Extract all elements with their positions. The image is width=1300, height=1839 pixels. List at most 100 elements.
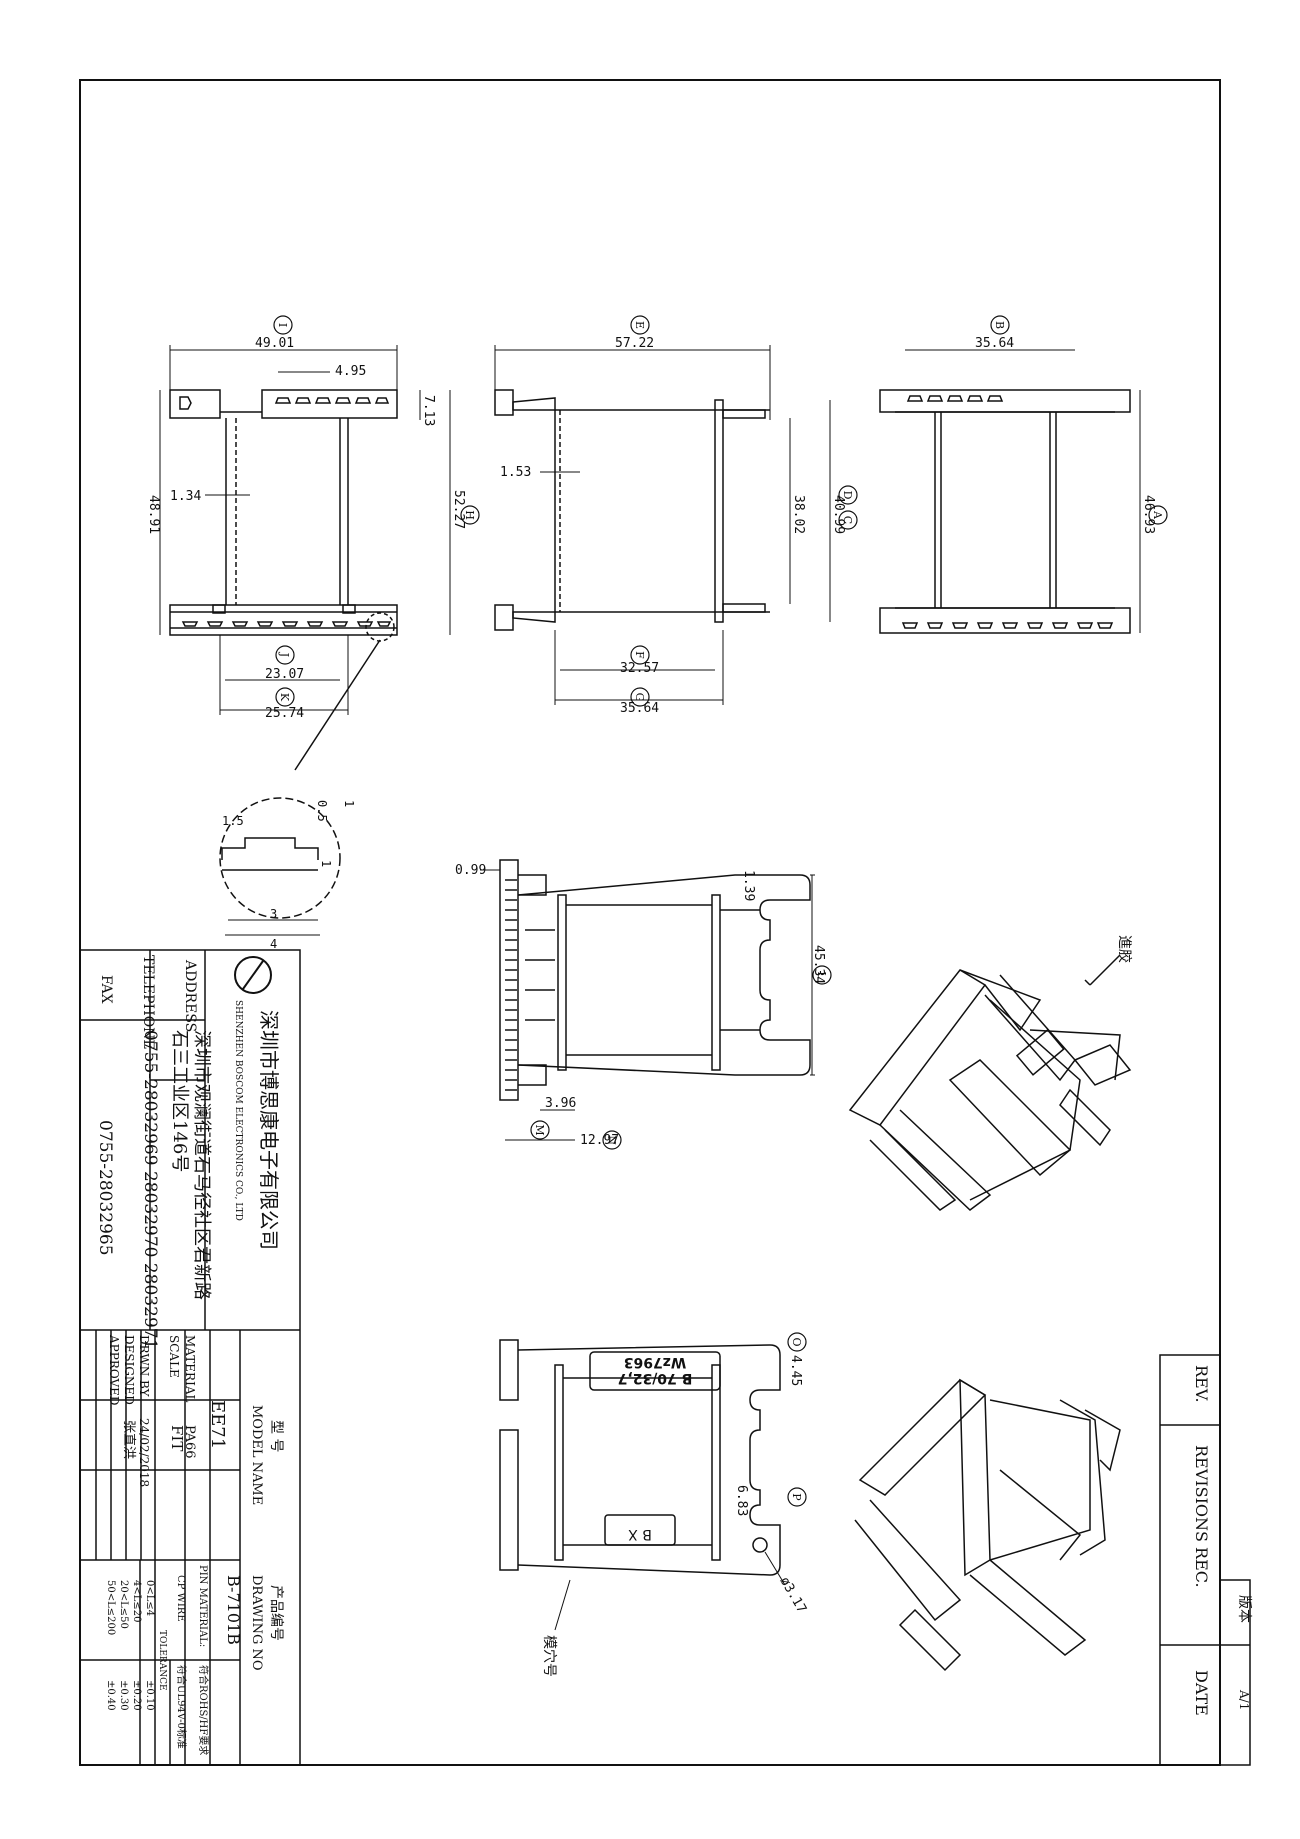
ref-letter-text: E (633, 321, 646, 329)
revision-block (1159, 1354, 1251, 1766)
ref-letter-d: D (838, 485, 858, 505)
top-view (159, 345, 451, 771)
dim-38-02: 38.02 (791, 495, 806, 534)
detail-dim-5: 3 (270, 907, 277, 921)
ref-letter-text: L (815, 971, 828, 979)
detail-dim-2: 0.5 (315, 800, 329, 822)
bottom-dim-6-83: 6.83 (734, 1485, 749, 1516)
ref-letter-text: I (276, 323, 289, 327)
bottom-dim-hole: ø3.17 (777, 1575, 810, 1616)
ref-letter-text: B (993, 321, 1006, 329)
address-label: ADDRESS (182, 959, 198, 1032)
fax-label: FAX (98, 975, 114, 1004)
ref-letter-text: N (605, 1135, 618, 1145)
ref-letter-i: I (273, 315, 293, 335)
mold-marking: B 70/32,7 Wz7963 (618, 1354, 693, 1386)
mid-dim-45-34: 45.34 (811, 945, 826, 984)
model-label-cn: 型 号 (268, 1420, 284, 1452)
ref-letter-f: F (630, 645, 650, 665)
scale-label: SCALE (167, 1335, 181, 1378)
dim-35-64-g: 35.64 (620, 701, 659, 716)
material-label: MATERIAL (183, 1335, 197, 1403)
ref-letter-text: J (278, 652, 291, 657)
ref-letter-k: K (275, 687, 295, 707)
detail-dim-4: 1 (319, 860, 333, 867)
tol-range-2: 4<L≤20 (131, 1580, 142, 1623)
ref-letter-text: C (841, 516, 854, 524)
mid-view (480, 859, 815, 1141)
dim-32-57: 32.57 (620, 661, 659, 676)
material-value: PA66 (182, 1425, 197, 1458)
fax-value: 0755-28032965 (95, 1120, 115, 1256)
tol-value-4: ±0.40 (105, 1680, 116, 1711)
drawing-label: DRAWING NO (249, 1575, 264, 1671)
iso-view-top (848, 954, 1132, 1211)
dim-35-64-b: 35.64 (975, 336, 1014, 351)
address-line2: 石三工业区146号 (169, 1030, 190, 1172)
drwn-value: 24/02/2018 (137, 1418, 151, 1487)
tol-range-1: 0<L≤4 (144, 1580, 155, 1616)
dim-49-01: 49.01 (255, 336, 294, 351)
detail-dim-1: 1.5 (222, 814, 244, 828)
dim-4-95: 4.95 (335, 364, 366, 379)
tol-value-1: ±0.10 (144, 1680, 155, 1711)
ref-letter-a: A (1148, 505, 1168, 525)
mid-dim-12-97: 12.97 (580, 1133, 619, 1148)
ref-letter-b: B (990, 315, 1010, 335)
side-view (879, 349, 1141, 634)
model-label: MODEL NAME (249, 1405, 264, 1505)
dim-25-74: 25.74 (265, 706, 304, 721)
designed-value: 张直洪 (121, 1420, 136, 1459)
dim-23-07: 23.07 (265, 667, 304, 682)
bottom-view (499, 1339, 786, 1631)
detail-dim-6: 4 (270, 937, 277, 951)
approved-label: APPROVED (107, 1334, 121, 1406)
ref-letter-h: H (460, 505, 480, 525)
slot-label: B X (628, 1526, 652, 1542)
scale-value: FIT (168, 1425, 186, 1451)
dim-48-91: 48.91 (146, 495, 161, 534)
tol-range-3: 20<L≤50 (118, 1580, 129, 1629)
tol-value-3: ±0.30 (118, 1680, 129, 1711)
logo-slash (242, 960, 264, 990)
telephone-value: 0755-28032969 28032970 28032971 (140, 1030, 160, 1349)
mid-dim-1-39: 1.39 (741, 870, 756, 901)
rev-label: REV. (1192, 1365, 1211, 1403)
version-value: A/1 (1237, 1689, 1251, 1710)
dim-1-34: 1.34 (170, 489, 201, 504)
glue-callout: 進胶 (1116, 935, 1133, 963)
address-line1: 深圳市观澜街道石马径社区君新路 (191, 1030, 212, 1300)
date-label: DATE (1192, 1670, 1211, 1716)
iso-view-bottom (854, 1378, 1121, 1672)
ref-letter-n: N (602, 1130, 622, 1150)
reference-letters: I E B H D C A J K F G L M N O P (273, 315, 1168, 1507)
ref-letter-text: O (790, 1337, 803, 1346)
cp-wire-value: 符合UL94V-0标准 (175, 1665, 188, 1749)
ref-letter-text: H (463, 510, 476, 520)
version-label: 版本 (1236, 1595, 1252, 1623)
ref-letter-j: J (275, 645, 295, 665)
designed-label: DESIGNED (122, 1335, 136, 1405)
ref-letter-o: O (787, 1332, 807, 1352)
ref-letter-text: K (278, 693, 291, 702)
revisions-label: REVISIONS REC. (1192, 1445, 1211, 1588)
drawing-value: B-7101B (224, 1575, 243, 1645)
model-value: EE71 (207, 1400, 228, 1449)
dim-57-22: 57.22 (615, 336, 654, 351)
ref-letter-text: M (533, 1124, 546, 1135)
tol-value-2: ±0.20 (131, 1680, 142, 1711)
dim-7-13: 7.13 (421, 395, 436, 426)
marking-line2: Wz7963 (624, 1354, 687, 1370)
mold-callout: 模穴号 (541, 1635, 557, 1677)
company-logo (234, 956, 272, 994)
front-view (494, 345, 831, 705)
marking-line1: B 70/32,7 (618, 1370, 693, 1386)
ref-letter-g: G (630, 687, 650, 707)
mid-dim-3-96: 3.96 (545, 1096, 576, 1111)
ref-letter-text: P (790, 1493, 803, 1501)
sheet-frame (79, 79, 1221, 1766)
cp-wire-label: CP WIRE (175, 1575, 186, 1622)
telephone-label: TELEPHONE (140, 955, 156, 1050)
drwn-label: DRWN BY (137, 1335, 151, 1398)
